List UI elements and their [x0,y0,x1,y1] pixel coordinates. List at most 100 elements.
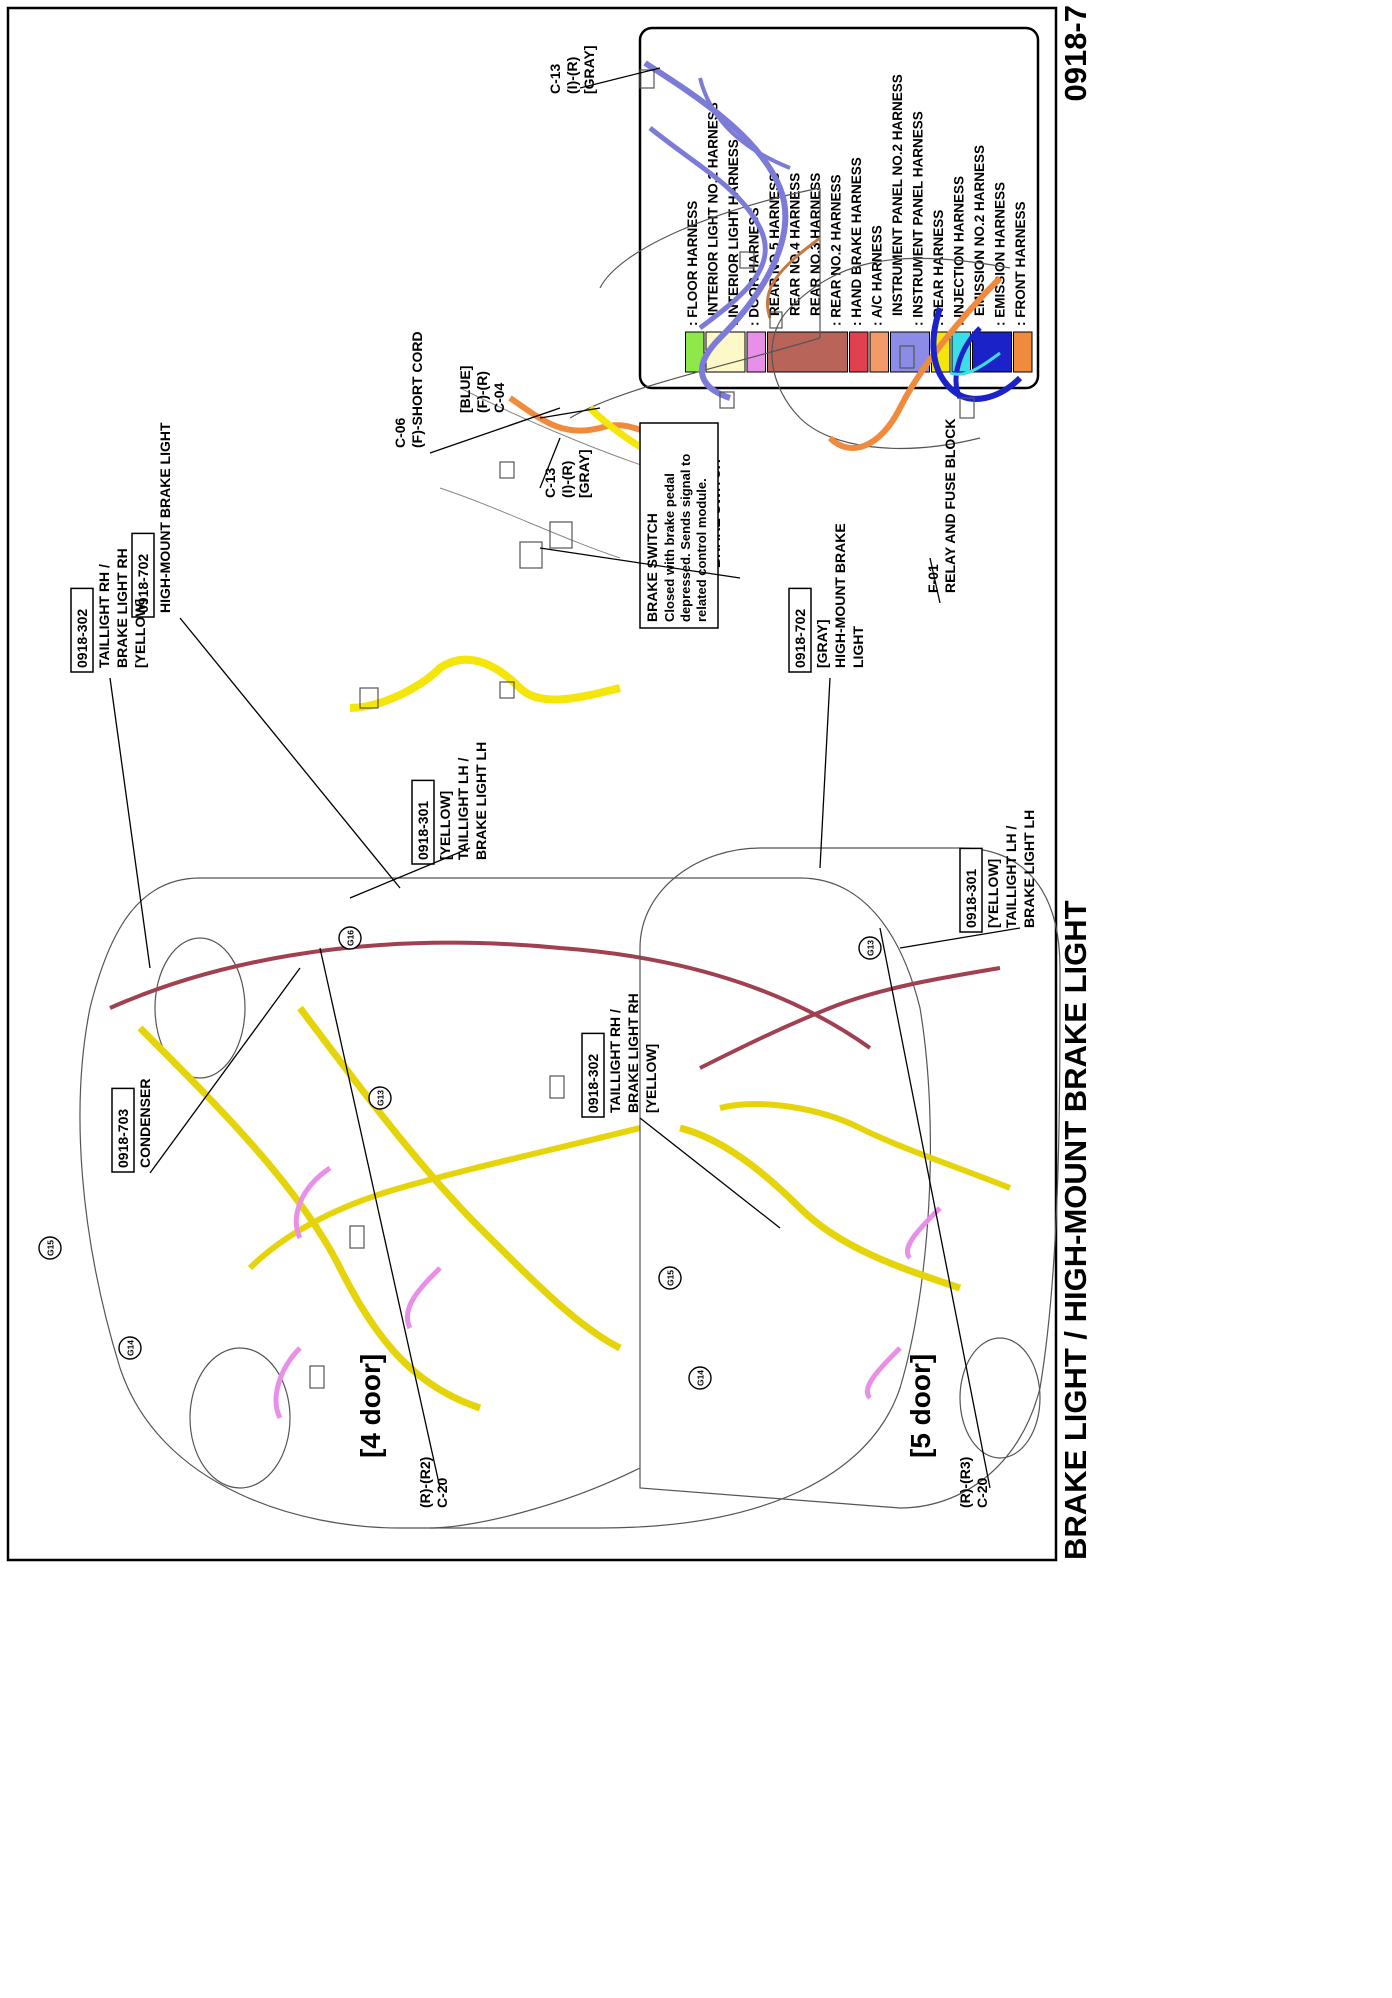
callout-f01: F-01 [925,564,941,593]
legend-label: : A/C HARNESS [870,225,885,326]
callout-c13-mid: (I)-(R) [559,461,575,498]
legend-label: : INJECTION HARNESS [952,176,967,326]
ground-label: G14 [696,1370,706,1386]
callout-line: LIGHT [850,626,866,668]
ground-label: G13 [376,1090,386,1106]
callout-line: [YELLOW] [132,599,148,668]
car-4door-drawing [429,847,1061,1529]
section-label-4door: [4 door] [355,1354,386,1458]
callout-line: BRAKE LIGHT RH [625,993,641,1113]
legend-swatch [972,331,1012,373]
callout-line: BRAKE LIGHT RH [114,548,130,668]
callout-code-box [788,587,812,673]
section-label-5door: [5 door] [905,1354,936,1458]
note-line: Closed with brake pedal [662,473,677,622]
legend-label: INSTRUMENT PANEL NO.2 HARNESS [890,74,905,316]
leader-line [819,677,831,869]
callout-c20-4door: C-20 [974,1477,990,1508]
callout-c06: (F)-SHORT CORD [409,331,425,448]
legend-swatch [746,331,766,373]
legend-label: REAR NO.4 HARNESS [788,173,803,316]
ground-label: G16 [346,930,356,946]
callout-code-box [131,532,155,618]
callout-c13-top: (I)-(R) [564,57,580,94]
callout-line: HIGH-MOUNT BRAKE LIGHT [157,422,173,613]
callout-line: [GRAY] [814,620,830,669]
callout-f01: RELAY AND FUSE BLOCK [942,418,958,593]
page-frame [6,6,1058,1562]
callout-code-box [111,1087,135,1173]
ground-label: G13 [866,940,876,956]
leader-line [539,407,601,419]
leader-line [639,1117,781,1229]
legend-label: : INSTRUMENT PANEL HARNESS [911,111,926,326]
callout-code: 0918-702 [135,554,151,613]
legend-swatch [849,331,869,373]
callout-line: [YELLOW] [643,1044,659,1113]
legend-label: : INTERIOR LIGHT HARNESS [726,139,741,326]
callout-code: 0918-301 [415,801,431,860]
engine-compartment-harness-drawing [771,257,1023,451]
leader-line [179,617,401,889]
callout-c20-4door: (R)-(R3) [957,1457,973,1508]
ground-circle [688,1366,712,1390]
ground-circle [368,1086,392,1110]
callout-c13-mid: [GRAY] [576,450,592,499]
callout-line: BRAKE LIGHT LH [473,742,489,860]
ground-label: G14 [126,1340,136,1356]
ground-label: G15 [46,1240,56,1256]
ground-label: G15 [666,1270,676,1286]
callout-line: TAILLIGHT LH / [1003,826,1019,928]
callout-c20-5door: C-20 [434,1477,450,1508]
leader-line [579,67,661,89]
legend-label: : HAND BRAKE HARNESS [849,157,864,326]
callout-c13-top: C-13 [547,63,563,94]
instrument-panel-harness-drawing [569,60,821,419]
callout-line: [YELLOW] [437,791,453,860]
ground-circle [658,1266,682,1290]
legend-label: : FLOOR HARNESS [685,201,700,326]
legend-swatch [767,331,848,373]
callout-c04: C-04 [491,382,507,413]
callout-line: TAILLIGHT LH / [455,758,471,860]
legend-label: : REAR HARNESS [931,210,946,326]
callout-line: TAILLIGHT RH / [96,564,112,668]
rear-harness-segment-drawing [349,655,621,712]
callout-code: 0918-301 [963,869,979,928]
callout-labels: C-13(I)-(R)[GRAY][BLUE](F)-(R)C-04C-06(F… [70,46,1037,1508]
callout-line: BRAKE LIGHT LH [1021,810,1037,928]
legend-label: : FRONT HARNESS [1013,202,1028,327]
leader-line [929,557,941,604]
leader-line [319,947,441,1489]
legend-label: REAR NO.5 HARNESS [767,173,782,316]
car-5door-drawing [79,877,932,1529]
callout-line: HIGH-MOUNT BRAKE [832,523,848,668]
leader-line [539,437,561,489]
ground-circle [38,1236,62,1260]
legend-label: : EMISSION HARNESS [993,182,1008,326]
legend-label: EMISSION NO.2 HARNESS [972,145,987,316]
leader-line [149,967,301,1174]
leader-line [109,677,151,969]
callout-c06: C-06 [392,417,408,448]
callout-line: CONDENSER [137,1079,153,1168]
callout-line: TAILLIGHT RH / [607,1009,623,1113]
callout-code-box [959,847,983,933]
leader-line [899,927,1021,949]
legend-label: : REAR NO.2 HARNESS [829,174,844,326]
legend-label: INTERIOR LIGHT NO.2 HARNESS [706,102,721,316]
legend-swatch [685,331,705,373]
legend-swatch [869,331,889,373]
leader-line [539,547,741,579]
leader-line [429,407,561,454]
callout-c13-mid: C-13 [542,467,558,498]
page-title: BRAKE LIGHT / HIGH-MOUNT BRAKE LIGHT [1058,900,1092,1560]
rotated-sheet: BRAKE LIGHT / HIGH-MOUNT BRAKE LIGHT 091… [6,5,1092,1562]
note-title: BRAKE SWITCH [644,513,660,622]
wiring-diagram-page: BRAKE LIGHT / HIGH-MOUNT BRAKE LIGHT 091… [6,5,1092,1562]
callout-code: 0918-702 [792,609,808,668]
ground-circle [118,1336,142,1360]
leader-line [349,847,471,899]
callout-code: 0918-302 [585,1054,601,1113]
